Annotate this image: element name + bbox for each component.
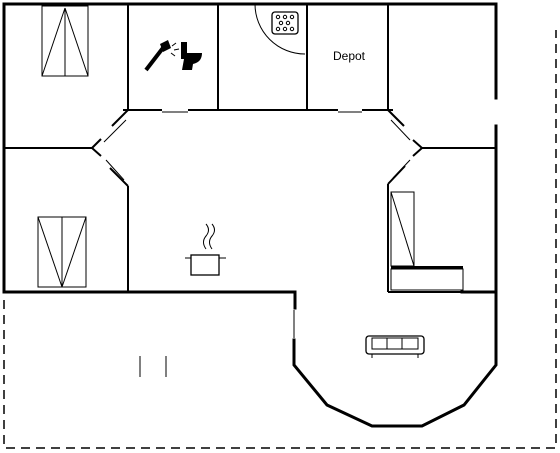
terrace-marks <box>139 356 167 377</box>
terrace-boundary <box>3 30 557 449</box>
shower-icon <box>144 40 180 72</box>
door-openings <box>103 107 411 338</box>
bed-icon <box>37 216 87 288</box>
room-label-depot: Depot <box>333 49 366 63</box>
bed-icon <box>41 5 89 77</box>
cooking-pot-icon <box>185 223 226 276</box>
bed-icon <box>390 191 464 291</box>
sofa-icon <box>365 335 425 358</box>
toilet-icon <box>181 42 202 70</box>
inner-walls <box>4 4 496 293</box>
outer-walls <box>2 2 498 428</box>
whirlpool-bath-icon <box>254 3 306 55</box>
